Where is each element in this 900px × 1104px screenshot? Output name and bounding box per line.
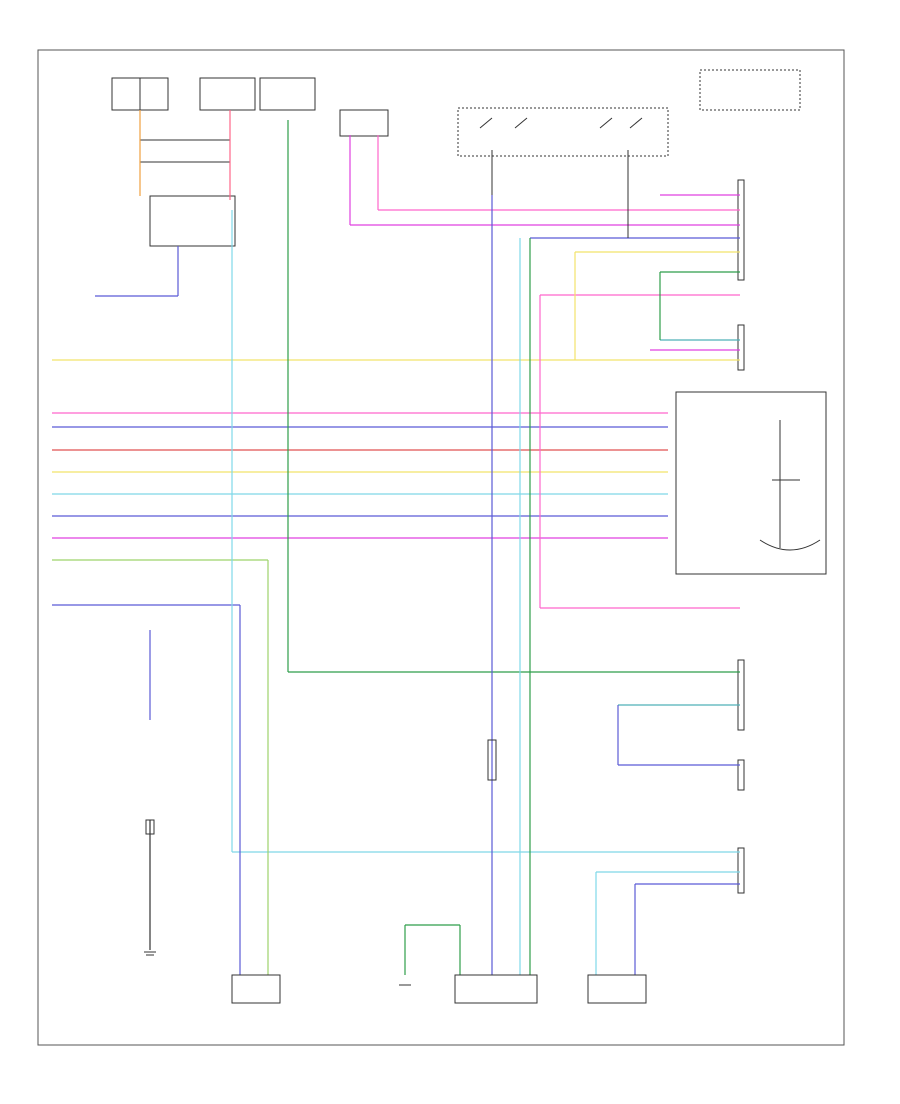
wire-harness [52,110,740,975]
hot-at-all-times-box-2 [259,77,316,111]
right-connector-c3 [737,659,745,731]
passenger-sensor-right [587,974,647,1004]
splice-symbol [145,819,155,835]
right-connector-c2 [737,324,745,371]
right-connector-c1 [737,179,745,281]
left-junction-switch [149,195,236,247]
right-connector-c4 [737,759,745,791]
passenger-sensor-left [231,974,281,1004]
left-relay-box [139,139,231,163]
central-junction-box [457,107,669,157]
ground-symbol [144,951,156,956]
steering-control-module [675,391,827,575]
fuse-block-left [111,77,169,111]
relay-box-top-center [339,109,389,137]
hot-in-run-box-right [699,69,801,111]
resistor-symbol [487,739,497,781]
passenger-sensor-center [454,974,538,1004]
right-connector-c5 [737,847,745,894]
hot-at-all-times-box-1 [199,77,256,111]
diagram-border [37,49,845,1046]
